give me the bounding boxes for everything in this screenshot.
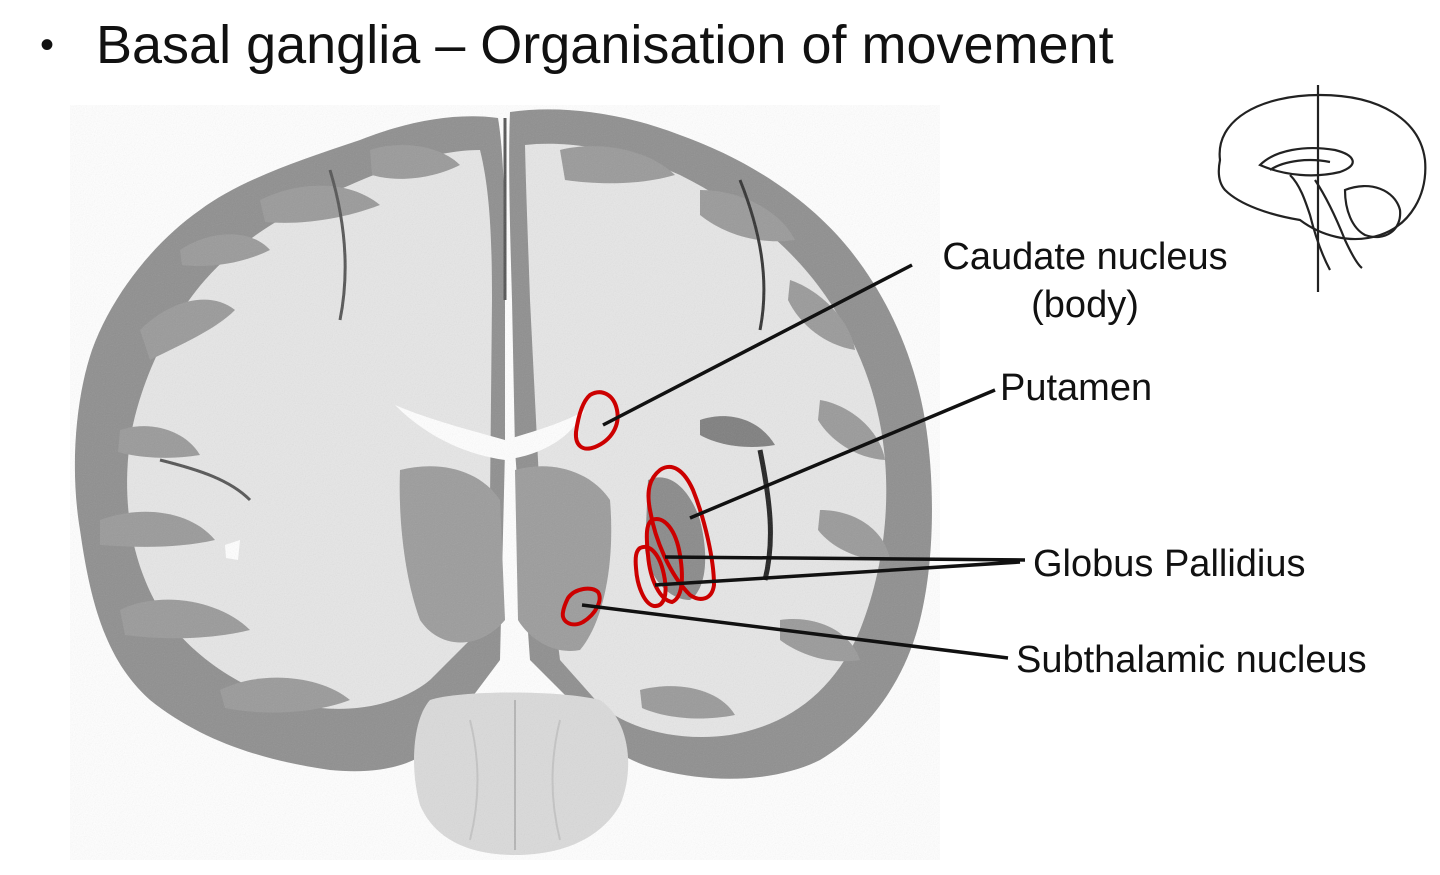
globus-pallidus-leader-line-1 (664, 555, 1026, 562)
globus-pallidus-outline-1 (644, 517, 684, 605)
caudate-label: Caudate nucleus (body) (915, 235, 1255, 327)
globus-pallidus-leader-line-2 (654, 560, 1021, 587)
globus-pallidus-label: Globus Pallidius (1033, 543, 1306, 585)
globus-pallidus-outline-2 (633, 544, 668, 608)
orientation-inset-brain-icon (1217, 85, 1427, 292)
slide-title: Basal ganglia – Organisation of movement (96, 15, 1114, 75)
leader-lines (581, 263, 1026, 660)
caudate-label-line1: Caudate nucleus (942, 236, 1228, 278)
putamen-leader-line (689, 388, 996, 520)
caudate-label-line2: (body) (1031, 284, 1139, 326)
slide-title-row: • Basal ganglia – Organisation of moveme… (40, 10, 1114, 80)
caudate-leader-line (602, 263, 913, 427)
subthalamic-outline (560, 586, 602, 627)
subthalamic-label: Subthalamic nucleus (1016, 639, 1367, 681)
structure-outlines (560, 390, 717, 627)
bullet-icon: • (40, 23, 55, 67)
caudate-body-outline (573, 390, 620, 451)
putamen-label: Putamen (1000, 367, 1153, 409)
subthalamic-leader-line (581, 603, 1009, 660)
putamen-outline (646, 464, 717, 601)
brain-slice (70, 105, 940, 860)
